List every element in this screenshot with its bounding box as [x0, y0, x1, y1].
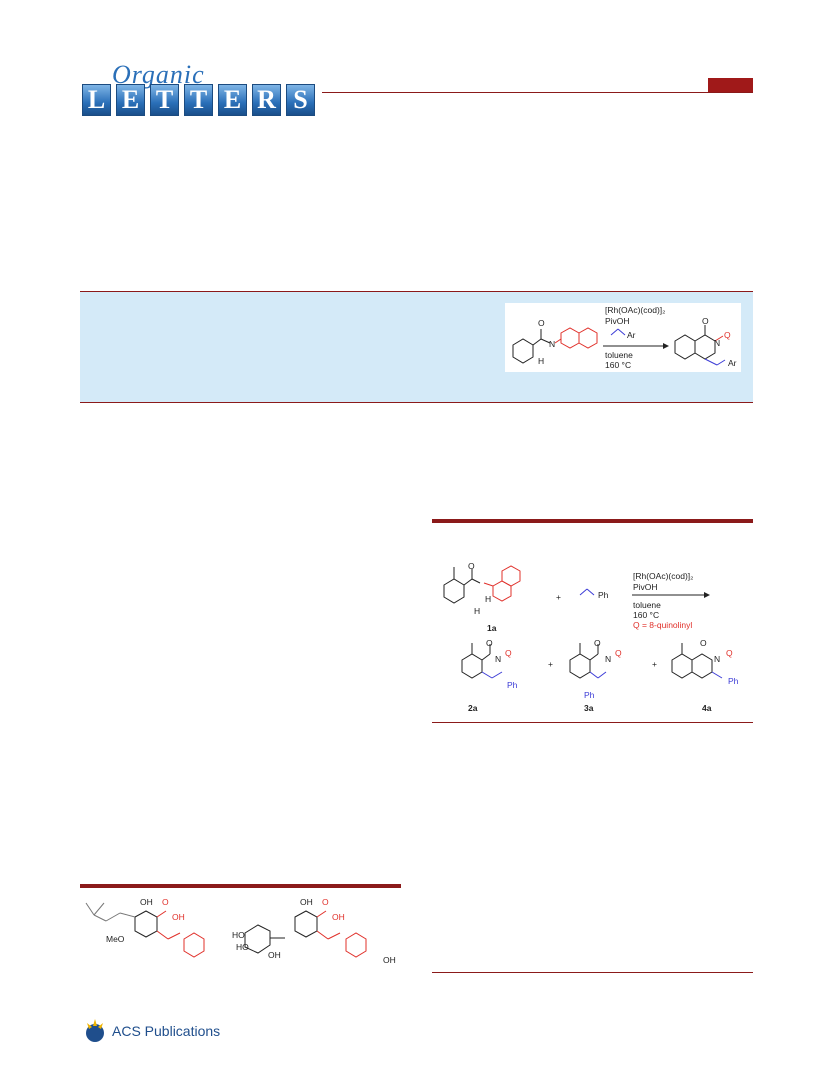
product-3a-o: O: [594, 638, 601, 648]
product-4a-q: Q: [726, 648, 733, 658]
scheme-nh-1a: H: [485, 594, 492, 604]
publisher-name: ACS Publications: [112, 1023, 221, 1039]
fig-oh-acid-1: OH: [172, 912, 185, 922]
fig-oh-1: OH: [140, 897, 153, 907]
product-2a-q: Q: [505, 648, 512, 658]
toc-catalyst: [Rh(OAc)(cod)]₂: [605, 305, 666, 315]
scheme-q-definition: Q = 8-quinolinyl: [633, 620, 693, 630]
product-4a-ph: Ph: [728, 676, 739, 686]
fig-oh-acid-2: OH: [332, 912, 345, 922]
fig-meo: MeO: [106, 934, 125, 944]
scheme-plus-3: +: [652, 659, 657, 669]
scheme-plus-1: +: [556, 592, 561, 602]
toc-alkene-sub: Ar: [627, 330, 636, 340]
figure-natural-products: [85, 902, 367, 958]
scheme-solvent: toluene: [633, 600, 661, 610]
figure-top-rule: [80, 884, 401, 888]
scheme-top-rule: [432, 519, 753, 523]
product-4a-o: O: [700, 638, 707, 648]
toc-n-label: N: [549, 339, 556, 349]
scheme-o-1a: O: [468, 561, 475, 571]
scheme-h-1a: H: [474, 606, 481, 616]
logo-letter: R: [252, 84, 281, 116]
publisher-logo[interactable]: ACS Publications: [82, 1018, 222, 1046]
fig-oh-2: OH: [300, 897, 313, 907]
scheme-structures: [443, 565, 723, 679]
fig-oh-3: OH: [268, 950, 281, 960]
scheme-catalyst: [Rh(OAc)(cod)]₂: [633, 571, 694, 581]
toc-product-ar: Ar: [728, 358, 737, 368]
logo-letter: T: [150, 84, 179, 116]
product-3a-label: 3a: [584, 703, 594, 713]
scheme-plus-2: +: [548, 659, 553, 669]
product-2a-ph: Ph: [507, 680, 518, 690]
product-4a-label: 4a: [702, 703, 712, 713]
scheme-reactant-label: 1a: [487, 623, 497, 633]
toc-reaction-scheme: [512, 325, 726, 366]
product-3a-n: N: [605, 654, 612, 664]
logo-letter: E: [116, 84, 145, 116]
column-bottom-rule: [432, 972, 753, 973]
fig-oh-4: OH: [383, 955, 396, 965]
scheme-reaction: [432, 555, 753, 715]
fig-ho-2: HO: [236, 942, 249, 952]
toc-product-o: O: [702, 316, 709, 326]
product-2a-o: O: [486, 638, 493, 648]
product-3a-ph: Ph: [584, 690, 595, 700]
logo-letter: S: [286, 84, 315, 116]
fig-o-2: O: [322, 897, 329, 907]
toc-graphic: [505, 303, 741, 372]
logo-letter: E: [218, 84, 247, 116]
scheme-temperature: 160 °C: [633, 610, 660, 620]
toc-product-n: N: [714, 338, 721, 348]
toc-temperature: 160 °C: [605, 360, 632, 370]
toc-additive: PivOH: [605, 316, 630, 326]
toc-h-label: H: [538, 356, 545, 366]
product-3a-q: Q: [615, 648, 622, 658]
toc-o-label: O: [538, 318, 545, 328]
product-2a-label: 2a: [468, 703, 478, 713]
product-4a-n: N: [714, 654, 721, 664]
header-tab: [708, 78, 753, 92]
product-2a-n: N: [495, 654, 502, 664]
fig-ho-1: HO: [232, 930, 245, 940]
scheme-additive: PivOH: [633, 582, 658, 592]
logo-letter: T: [184, 84, 213, 116]
toc-solvent: toluene: [605, 350, 633, 360]
figure-structures: [80, 893, 401, 973]
logo-letter: L: [82, 84, 111, 116]
header-rule: [322, 92, 753, 93]
scheme-bottom-rule: [432, 722, 753, 723]
acs-seal-icon: [86, 1019, 104, 1042]
scheme-alkene-sub: Ph: [598, 590, 609, 600]
fig-o-1: O: [162, 897, 169, 907]
journal-logo: L E T T E R S: [82, 84, 322, 116]
toc-product-q: Q: [724, 330, 731, 340]
